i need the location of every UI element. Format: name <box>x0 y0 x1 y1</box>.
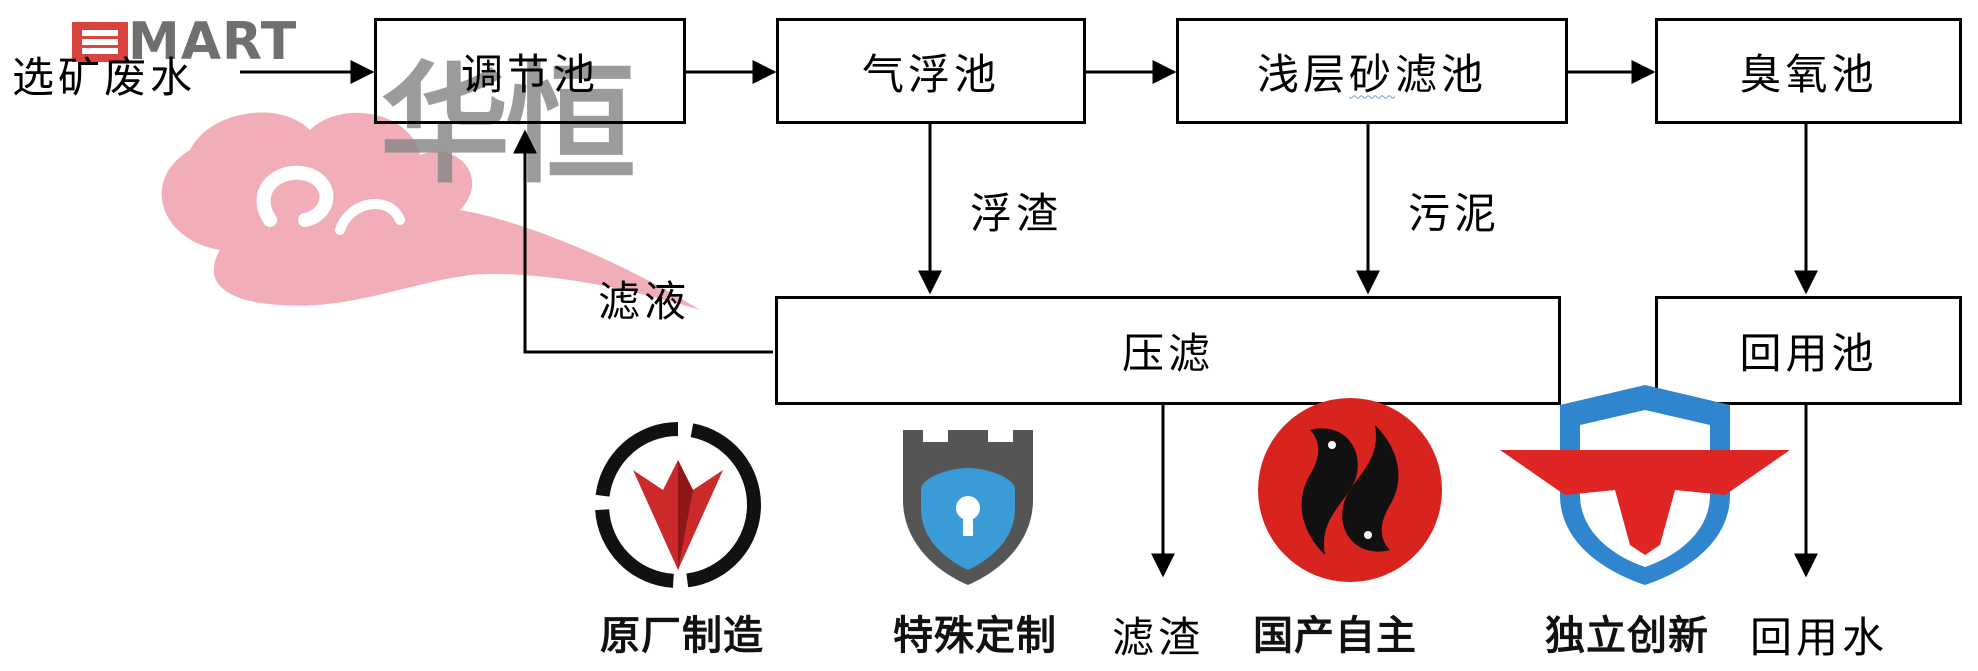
lock-shield-icon <box>903 430 1033 585</box>
sand-filter-text-3: 滤池 <box>1395 49 1488 99</box>
cloud-swirl-icon <box>161 112 701 310</box>
output-reuse-water: 回用水 <box>1750 604 1888 665</box>
sand-filter-text-1: 浅层 <box>1256 49 1349 99</box>
winged-shield-icon <box>1500 385 1790 585</box>
brand-logo-icon <box>72 22 128 62</box>
output-reuse-water-1: 回 <box>1750 613 1797 662</box>
brand-name: MART <box>128 12 298 72</box>
output-filter-cake: 滤渣 <box>1112 613 1205 662</box>
edge-label-sludge: 污泥 <box>1408 189 1501 238</box>
arrow-filtrate-return <box>513 129 773 354</box>
node-filter-press: 压滤 <box>775 296 1561 405</box>
edge-label-scum: 浮渣 <box>970 189 1063 238</box>
koi-fish-icon <box>1258 398 1442 582</box>
sand-filter-text-2: 砂 <box>1348 49 1395 99</box>
input-label: 选矿废水 <box>12 53 197 102</box>
arrowhead-emblem-icon <box>595 422 761 588</box>
brand-name-cn: 华恒 <box>380 49 636 201</box>
edge-label-filtrate: 滤液 <box>598 277 691 326</box>
badge-label-domestic: 国产自主 <box>1253 613 1417 659</box>
node-flotation-pool: 气浮池 <box>776 18 1086 124</box>
output-reuse-water-2: 用水 <box>1796 613 1889 662</box>
node-adjust-pool: 调节池 <box>374 18 686 124</box>
node-sand-filter: 浅层砂滤池 <box>1176 18 1568 124</box>
node-reuse-pool: 回用池 <box>1655 296 1962 405</box>
node-ozone-pool: 臭氧池 <box>1655 18 1962 124</box>
badge-label-innovation: 独立创新 <box>1545 613 1709 659</box>
badge-label-original: 原厂制造 <box>600 613 764 659</box>
badge-label-custom: 特殊定制 <box>893 613 1057 659</box>
